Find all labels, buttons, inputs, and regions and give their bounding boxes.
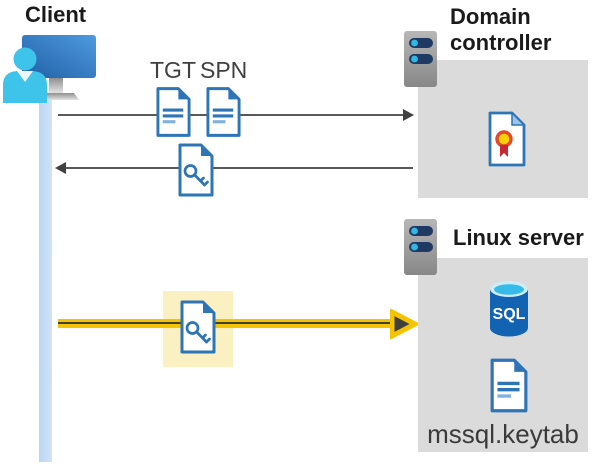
request-arrow-head-icon <box>403 109 414 121</box>
monitor-icon <box>22 35 96 78</box>
highlighted-ticket-key-document-icon <box>180 300 216 354</box>
spn-document-icon <box>206 87 241 137</box>
client-label: Client <box>25 2 87 27</box>
domain-controller-label: Domain controller <box>450 4 552 55</box>
sql-connection-arrow-core <box>58 322 396 324</box>
certificate-icon <box>488 111 526 167</box>
tgt-document-icon <box>156 87 191 137</box>
response-arrow-line <box>66 167 413 169</box>
client-computer-icon <box>3 35 96 103</box>
response-arrow-head-icon <box>55 162 66 174</box>
spn-label: SPN <box>200 57 248 83</box>
keytab-document-icon <box>490 358 528 413</box>
ticket-key-document-icon <box>178 143 214 197</box>
client-lifeline <box>39 94 52 462</box>
sql-icon-label: SQL <box>493 306 526 323</box>
key-icon <box>183 164 209 187</box>
sql-connection-arrow-head-icon <box>390 309 418 339</box>
linux-server-label: Linux server <box>453 225 584 250</box>
tgt-label: TGT <box>150 57 196 83</box>
sql-connection-arrow-line <box>58 319 396 328</box>
linux-server-icon <box>404 219 437 275</box>
person-icon <box>3 47 47 103</box>
sql-database-icon: SQL <box>490 281 528 337</box>
keytab-label: mssql.keytab <box>427 419 579 449</box>
key-icon <box>185 321 211 344</box>
domain-controller-server-icon <box>404 31 437 87</box>
